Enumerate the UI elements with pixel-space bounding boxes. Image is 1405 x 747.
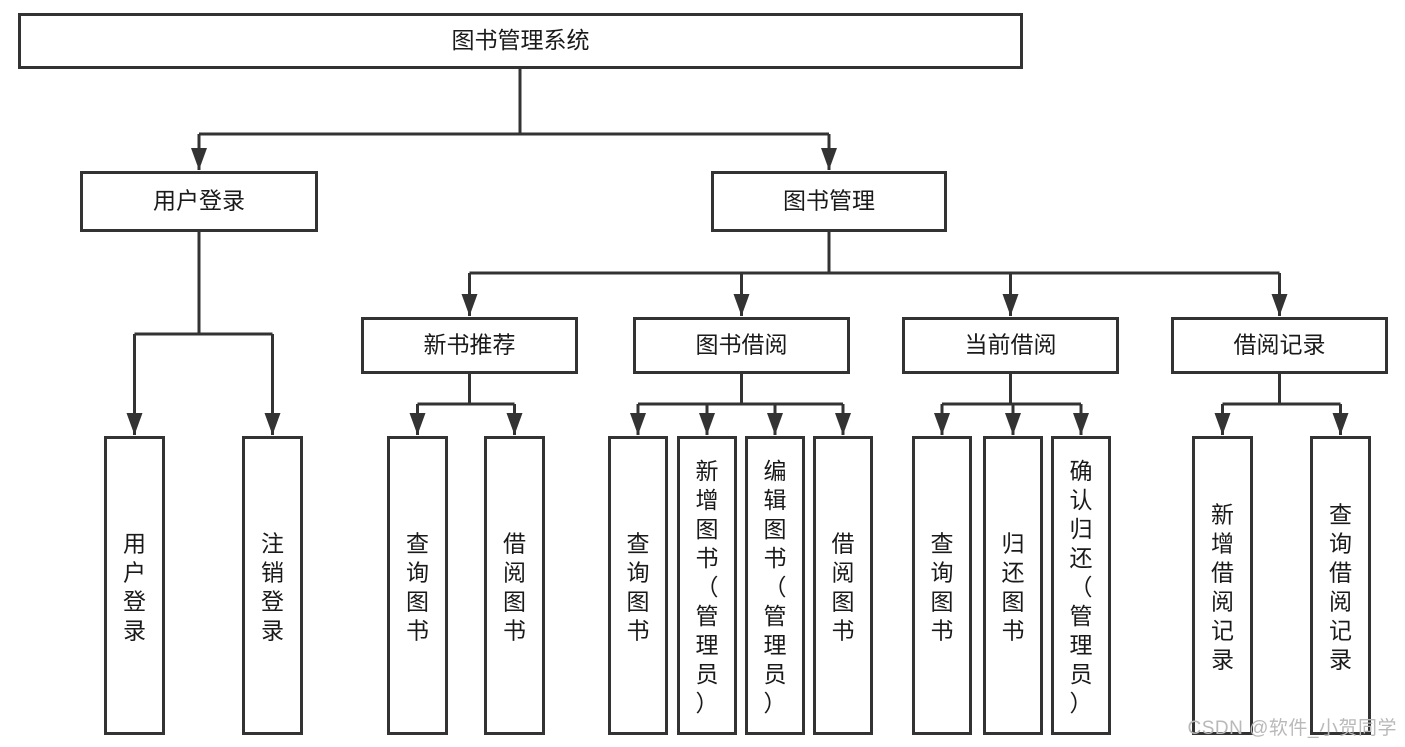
level2-node-box[interactable] <box>361 317 578 374</box>
leaf-node-leaf-logout[interactable]: 注销登录 <box>242 436 303 735</box>
leaf-node-label: 归还图书 <box>1002 531 1025 644</box>
arrow-head-icon <box>264 413 281 435</box>
leaf-node-box[interactable] <box>1051 436 1111 735</box>
leaf-node-box[interactable] <box>912 436 972 735</box>
leaf-node-label: 借阅图书 <box>832 531 855 644</box>
leaf-node-box[interactable] <box>608 436 668 735</box>
arrow-head-icon <box>699 413 715 435</box>
leaf-node-label: 新增图书（管理员） <box>696 458 719 716</box>
csdn-watermark: CSDN @软件_小贺同学 <box>1187 718 1397 739</box>
arrow-head-icon <box>1214 413 1231 435</box>
level1-node-label: 用户登录 <box>153 188 245 214</box>
leaf-node-label: 用户登录 <box>123 531 146 644</box>
arrow-head-icon <box>767 413 783 435</box>
leaf-node-leaf-query-book-2[interactable]: 查询图书 <box>608 436 668 735</box>
level1-node-box[interactable] <box>80 171 318 232</box>
leaf-node-box[interactable] <box>813 436 873 735</box>
arrow-head-icon <box>1332 413 1349 435</box>
arrow-head-icon <box>1073 413 1089 435</box>
leaf-node-label: 查询图书 <box>931 531 954 644</box>
level2-node-label: 图书借阅 <box>696 332 788 358</box>
leaf-node-leaf-query-record[interactable]: 查询借阅记录 <box>1310 436 1371 735</box>
root-node-box[interactable] <box>18 13 1023 69</box>
leaf-node-leaf-query-book-3[interactable]: 查询图书 <box>912 436 972 735</box>
arrow-head-icon <box>630 413 646 435</box>
arrow-head-icon <box>733 294 750 316</box>
arrow-head-icon <box>934 413 950 435</box>
leaf-node-leaf-query-book-1[interactable]: 查询图书 <box>387 436 448 735</box>
arrow-head-icon <box>191 148 207 170</box>
leaf-node-box[interactable] <box>745 436 805 735</box>
level2-node-new-book-recommend[interactable]: 新书推荐 <box>361 317 578 374</box>
level2-node-current-borrow[interactable]: 当前借阅 <box>902 317 1119 374</box>
level2-node-borrow-record[interactable]: 借阅记录 <box>1171 317 1388 374</box>
arrow-head-icon <box>1271 294 1288 316</box>
leaf-node-box[interactable] <box>1192 436 1253 735</box>
arrow-head-icon <box>409 413 426 435</box>
leaf-node-box[interactable] <box>242 436 303 735</box>
leaf-node-label: 查询借阅记录 <box>1329 502 1352 673</box>
level2-node-label: 新书推荐 <box>424 332 516 358</box>
arrow-head-icon <box>506 413 523 435</box>
leaf-node-leaf-borrow-book-1[interactable]: 借阅图书 <box>484 436 545 735</box>
leaf-node-label: 借阅图书 <box>503 531 526 644</box>
leaf-node-leaf-return-book[interactable]: 归还图书 <box>983 436 1043 735</box>
arrow-head-icon <box>1005 413 1021 435</box>
level1-node-book-manage[interactable]: 图书管理 <box>711 171 947 232</box>
connector-layer <box>126 69 1349 435</box>
leaf-node-leaf-add-record[interactable]: 新增借阅记录 <box>1192 436 1253 735</box>
leaf-node-label: 查询图书 <box>627 531 650 644</box>
leaf-node-box[interactable] <box>484 436 545 735</box>
level2-node-box[interactable] <box>902 317 1119 374</box>
level1-node-label: 图书管理 <box>783 188 875 214</box>
leaf-node-leaf-confirm-return[interactable]: 确认归还（管理员） <box>1051 436 1111 735</box>
leaf-node-label: 新增借阅记录 <box>1211 502 1234 673</box>
leaf-node-label: 注销登录 <box>261 531 284 644</box>
level1-node-box[interactable] <box>711 171 947 232</box>
leaf-node-leaf-user-login[interactable]: 用户登录 <box>104 436 165 735</box>
leaf-node-label: 确认归还（管理员） <box>1070 458 1093 716</box>
leaf-node-box[interactable] <box>1310 436 1371 735</box>
root-node-undefined[interactable]: 图书管理系统 <box>18 13 1023 69</box>
leaf-node-leaf-borrow-book-2[interactable]: 借阅图书 <box>813 436 873 735</box>
leaf-node-box[interactable] <box>387 436 448 735</box>
leaf-node-box[interactable] <box>983 436 1043 735</box>
level2-node-box[interactable] <box>633 317 850 374</box>
leaf-node-box[interactable] <box>677 436 737 735</box>
arrow-head-icon <box>835 413 851 435</box>
level2-node-label: 当前借阅 <box>965 332 1057 358</box>
leaf-node-label: 查询图书 <box>406 531 429 644</box>
level2-node-book-borrow[interactable]: 图书借阅 <box>633 317 850 374</box>
leaf-node-label: 编辑图书（管理员） <box>764 458 787 716</box>
node-layer: 图书管理系统用户登录图书管理新书推荐图书借阅当前借阅借阅记录用户登录注销登录查询… <box>18 13 1388 735</box>
root-node-label: 图书管理系统 <box>452 27 590 53</box>
leaf-node-leaf-add-book[interactable]: 新增图书（管理员） <box>677 436 737 735</box>
leaf-node-box[interactable] <box>104 436 165 735</box>
level2-node-label: 借阅记录 <box>1234 332 1326 358</box>
level2-node-box[interactable] <box>1171 317 1388 374</box>
arrow-head-icon <box>821 148 837 170</box>
leaf-node-leaf-edit-book[interactable]: 编辑图书（管理员） <box>745 436 805 735</box>
level1-node-user-login[interactable]: 用户登录 <box>80 171 318 232</box>
arrow-head-icon <box>1002 294 1019 316</box>
arrow-head-icon <box>461 294 478 316</box>
arrow-head-icon <box>126 413 143 435</box>
